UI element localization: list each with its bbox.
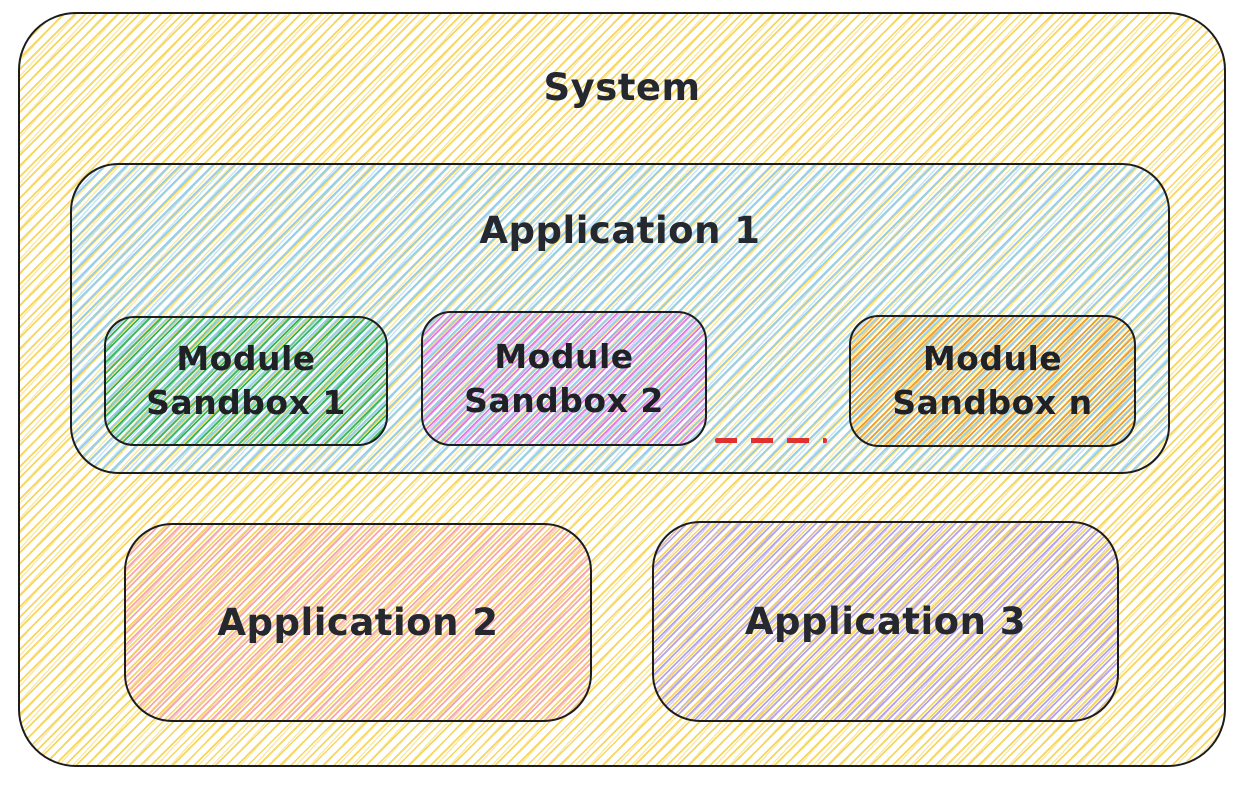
application3-label: Application 3: [744, 600, 1027, 643]
module-sandbox-n-box: Module Sandbox n: [849, 315, 1136, 447]
module-sandbox-2-label: Module Sandbox 2: [464, 336, 664, 420]
system-box: System Application 1 Module Sandbox 1 Mo…: [18, 12, 1226, 767]
module-sandbox-n-label: Module Sandbox n: [892, 339, 1093, 422]
module-sandbox-2-box: Module Sandbox 2: [421, 311, 707, 446]
module-sandbox-1-box: Module Sandbox 1: [104, 316, 388, 446]
module-sandbox-1-label: Module Sandbox 1: [146, 339, 346, 422]
system-label: System: [543, 66, 701, 109]
application2-box: Application 2: [124, 523, 592, 722]
application1-box: Application 1 Module Sandbox 1 Module Sa…: [70, 163, 1170, 474]
more-modules-ellipsis-dashes: [715, 438, 827, 443]
application1-label: Application 1: [479, 209, 761, 252]
application2-label: Application 2: [217, 601, 499, 644]
application3-box: Application 3: [652, 521, 1119, 722]
